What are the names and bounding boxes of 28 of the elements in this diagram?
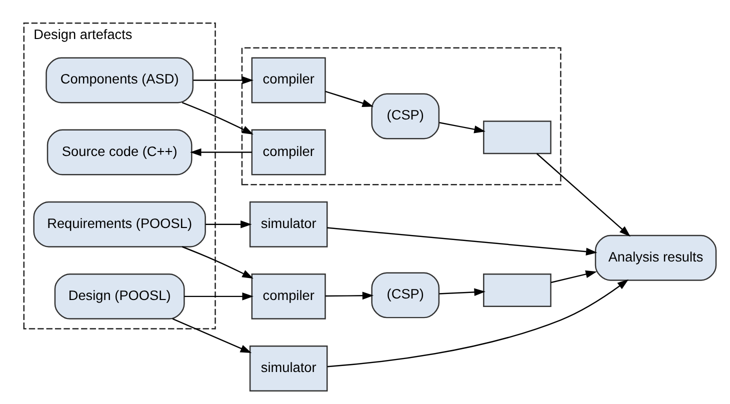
node-box	[483, 273, 552, 307]
node-box: Analysis results	[594, 234, 717, 281]
node-box: simulator	[249, 346, 328, 392]
node-box: Source code (C++)	[46, 129, 192, 176]
arrow	[193, 76, 254, 84]
arrow	[325, 90, 374, 107]
node-box	[483, 120, 552, 154]
arrow	[184, 292, 254, 300]
arrow	[182, 102, 254, 134]
arrow	[439, 288, 486, 296]
node-box: Components (ASD)	[46, 57, 194, 104]
arrow	[536, 153, 630, 237]
node-box: Requirements (POOSL)	[33, 201, 206, 248]
node-box: Design (POOSL)	[54, 273, 185, 320]
arrow	[190, 148, 252, 156]
node-box: compiler	[251, 129, 326, 176]
node-box: (CSP)	[371, 272, 440, 318]
arrow	[439, 122, 486, 134]
node-box: (CSP)	[371, 93, 440, 140]
arrow	[327, 227, 598, 256]
arrow	[182, 246, 254, 279]
node-box: simulator	[249, 201, 328, 248]
node-box: compiler	[251, 57, 326, 104]
node-box: compiler	[251, 273, 326, 320]
arrow	[206, 220, 252, 228]
arrow	[327, 279, 629, 368]
arrow	[550, 270, 597, 284]
arrow	[325, 292, 374, 300]
